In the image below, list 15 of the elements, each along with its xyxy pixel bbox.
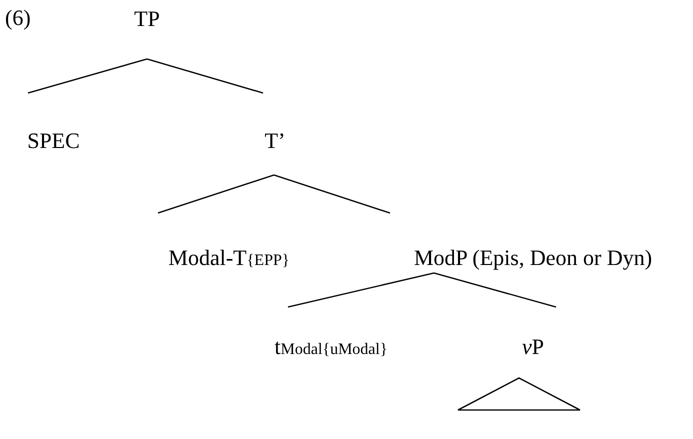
tree-branch-line [158,174,274,214]
triangle-shape [456,376,582,412]
tree-branch-line [274,174,390,214]
tree-branch-line [288,272,434,308]
tree-node-label: ModP (Epis, Deon or Dyn) [374,212,692,274]
tree-branch-line [434,272,556,308]
tree-branch-line [146,58,264,94]
tree-node-label: tModal{uModal} [250,306,412,364]
tree-node-label: TP [118,2,176,60]
tree-branch-line [28,58,148,94]
tree-node-label: Modal-T{EPP} [145,212,313,276]
example-number: (6) [5,5,31,31]
tree-node-label: SPEC [5,92,102,156]
tree-node-label: T’ [258,92,292,176]
tree-node-label: vP [500,306,566,364]
